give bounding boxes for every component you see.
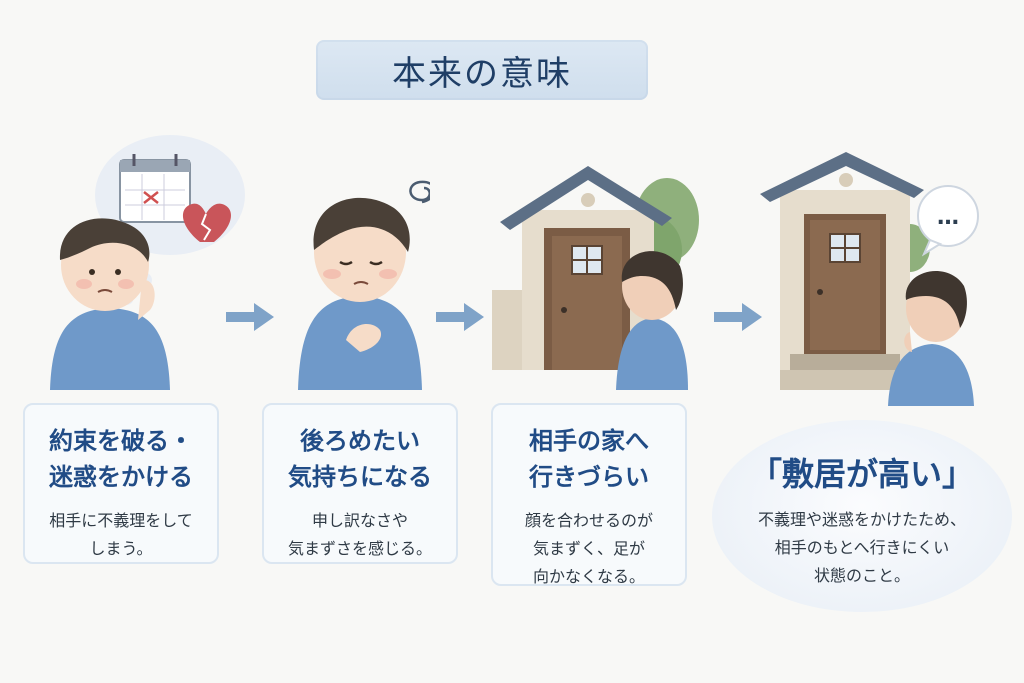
step-card-2: 後ろめたい 気持ちになる 申し訳なさや 気まずさを感じる。 <box>262 403 458 564</box>
step-1-title-line-1: 約束を破る・ <box>49 427 193 455</box>
step-3-title-line-1: 相手の家へ <box>529 427 649 455</box>
conclusion-title: 「敷居が高い」 <box>749 455 974 493</box>
step-2-title-line-2: 気持ちになる <box>288 463 432 491</box>
step-1-desc-line-2: しまう。 <box>89 539 153 558</box>
boy-1 <box>50 218 170 390</box>
step-3-desc-line-1: 顔を合わせるのが <box>524 511 653 530</box>
boy-3 <box>616 251 688 390</box>
illustration-threshold-high: … <box>760 152 979 406</box>
speech-bubble-icon: … <box>917 185 979 257</box>
illustration-guilty-boy <box>298 180 430 390</box>
illustration-breaking-promise <box>50 135 245 390</box>
arrow-right-icon <box>436 303 484 331</box>
conclusion-oval: 「敷居が高い」 不義理や迷惑をかけたため、 相手のもとへ行きにくい 状態のこと。 <box>712 420 1012 612</box>
boy-4 <box>888 271 974 406</box>
step-2-desc-line-1: 申し訳なさや <box>311 511 408 530</box>
step-3-desc-line-2: 気まずく、足が <box>532 539 645 558</box>
page-title: 本来の意味 <box>316 40 648 100</box>
arrow-right-icon <box>226 303 274 331</box>
illustration-house-hesitating <box>492 166 699 390</box>
conclusion-desc-line-1: 不義理や迷惑をかけたため、 <box>757 510 966 529</box>
conclusion-desc-line-2: 相手のもとへ行きにくい <box>774 538 950 557</box>
worry-swirl-icon <box>409 180 430 204</box>
step-1-title-line-2: 迷惑をかける <box>49 463 193 491</box>
conclusion-desc-line-3: 状態のこと。 <box>813 566 910 585</box>
speech-bubble-text: … <box>937 205 959 230</box>
step-card-1: 約束を破る・ 迷惑をかける 相手に不義理をして しまう。 <box>23 403 219 564</box>
step-3-desc-line-3: 向かなくなる。 <box>532 567 645 586</box>
broken-heart-icon <box>182 203 232 242</box>
calendar-icon <box>119 154 191 223</box>
step-2-desc-line-2: 気まずさを感じる。 <box>287 539 432 558</box>
step-2-title-line-1: 後ろめたい <box>300 427 420 455</box>
step-card-3: 相手の家へ 行きづらい 顔を合わせるのが 気まずく、足が 向かなくなる。 <box>491 403 687 586</box>
house <box>760 152 924 390</box>
step-1-desc-line-1: 相手に不義理をして <box>49 511 193 530</box>
step-3-title-line-2: 行きづらい <box>529 463 649 491</box>
arrow-right-icon <box>714 303 762 331</box>
boy-2 <box>298 197 422 390</box>
